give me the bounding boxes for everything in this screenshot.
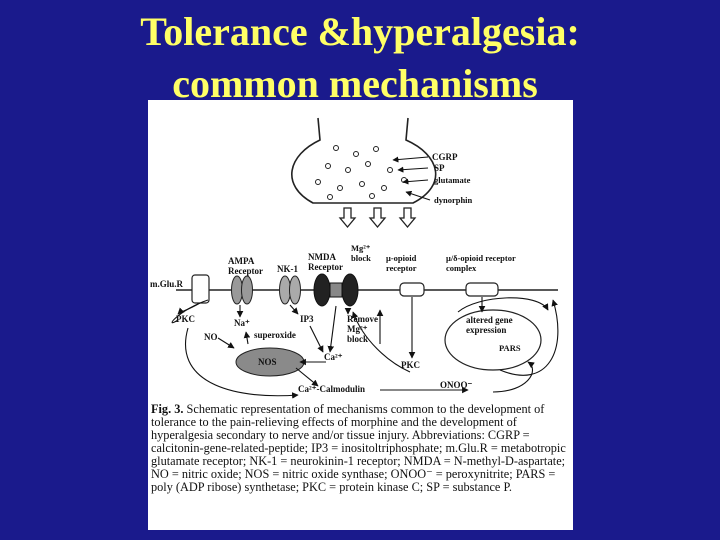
label-remove: Remove	[347, 314, 378, 324]
label-altered-gene-expression: expression	[466, 325, 506, 335]
slide-title-line-1: Tolerance &hyperalgesia:	[140, 9, 580, 54]
label-sp: SP	[434, 163, 445, 173]
label-mglur: m.Glu.R	[150, 279, 184, 289]
release-arrows	[338, 207, 417, 229]
label-altered-gene: altered gene	[466, 315, 513, 325]
vesicles	[315, 145, 407, 200]
label-superoxide: superoxide	[254, 330, 296, 340]
label-pars: PARS	[499, 343, 521, 353]
label-mu-opioid: μ-opioid	[386, 253, 417, 263]
ampa-receptor	[231, 275, 253, 305]
label-pkc-left: PKC	[176, 314, 195, 324]
slide-title-line-2-text: common mechanisms	[172, 61, 548, 108]
figure-panel: CGRP SP glutamate dynorphin AMPA Recepto…	[148, 100, 573, 530]
label-remove-block: block	[347, 334, 368, 344]
label-glutamate: glutamate	[434, 175, 471, 185]
caption-fig-label: Fig. 3.	[151, 402, 184, 416]
caption-text: Schematic representation of mechanisms c…	[151, 402, 566, 494]
presynaptic-terminal	[291, 117, 437, 204]
slide-title-line-2: common mechanisms	[0, 61, 720, 108]
label-ca-calmodulin: Ca²⁺-Calmodulin	[298, 384, 365, 394]
mechanism-diagram: CGRP SP glutamate dynorphin AMPA Recepto…	[150, 117, 559, 399]
label-ip3: IP3	[300, 314, 314, 324]
label-ca: Ca²⁺	[324, 352, 343, 362]
label-ampa: AMPA	[228, 256, 255, 266]
label-cgrp: CGRP	[432, 152, 458, 162]
label-no: NO	[204, 332, 218, 342]
nmda-receptor	[313, 273, 359, 307]
label-nmda-receptor: Receptor	[308, 262, 343, 272]
nucleus	[444, 309, 542, 371]
label-nmda: NMDA	[308, 252, 336, 262]
label-onoo: ONOO⁻	[440, 380, 473, 390]
label-nk1: NK-1	[277, 264, 298, 274]
figure-caption: Fig. 3. Schematic representation of mech…	[148, 403, 573, 494]
label-pkc-right: PKC	[401, 360, 420, 370]
mu-delta-receptor-complex	[465, 282, 499, 297]
pathway-arrows	[171, 297, 559, 399]
label-ampa-receptor: Receptor	[228, 266, 263, 276]
label-remove-mg: Mg²⁺	[347, 324, 368, 334]
label-na: Na⁺	[234, 318, 250, 328]
label-mg: Mg²⁺	[351, 243, 371, 253]
label-mu-delta: μ/δ-opioid receptor	[446, 253, 516, 263]
label-mg-block: block	[351, 253, 371, 263]
mglur-receptor	[191, 274, 210, 304]
label-mu-opioid-receptor: receptor	[386, 263, 417, 273]
nk1-receptor	[279, 275, 301, 305]
label-mu-delta-complex: complex	[446, 263, 477, 273]
label-nos: NOS	[258, 357, 277, 367]
label-dynorphin: dynorphin	[434, 195, 473, 205]
mu-opioid-receptor	[399, 282, 425, 297]
